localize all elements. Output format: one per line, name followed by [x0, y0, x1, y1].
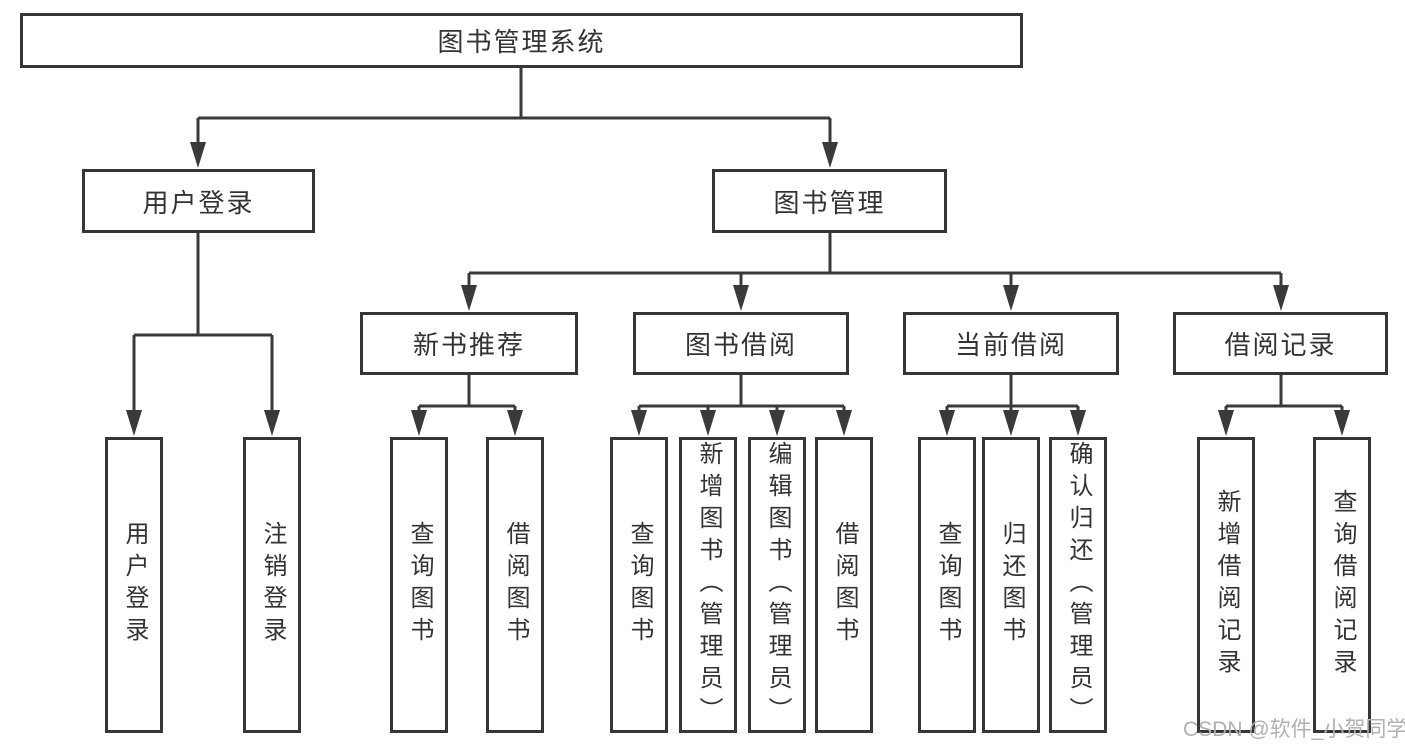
node-leaf-query-borrow-record: 查询借阅记录	[1313, 437, 1371, 733]
node-leaf-borrow-books-label: 借阅图书	[831, 521, 858, 649]
node-leaf-borrow-books-recommend: 借阅图书	[486, 437, 544, 733]
node-root-label: 图书管理系统	[437, 27, 606, 57]
node-leaf-borrow-books: 借阅图书	[815, 437, 873, 733]
node-leaf-return-books: 归还图书	[982, 437, 1040, 733]
node-leaf-return-books-label: 归还图书	[998, 521, 1025, 649]
csdn-watermark: CSDN @软件_小贺同学	[1183, 718, 1405, 741]
node-book-borrow: 图书借阅	[633, 312, 849, 375]
node-user-login: 用户登录	[82, 169, 315, 233]
node-leaf-edit-books-admin-label: 编辑图书（管理员）	[764, 441, 791, 729]
node-leaf-borrow-books-recommend-label: 借阅图书	[502, 521, 529, 649]
node-leaf-add-borrow-record: 新增借阅记录	[1197, 437, 1255, 733]
node-leaf-confirm-return-admin-label: 确认归还（管理员）	[1065, 441, 1092, 729]
node-leaf-add-books-admin: 新增图书（管理员）	[679, 437, 737, 733]
node-leaf-query-books-current: 查询图书	[918, 437, 976, 733]
node-root: 图书管理系统	[20, 13, 1023, 68]
node-leaf-query-borrow-record-label: 查询借阅记录	[1329, 489, 1356, 681]
node-leaf-edit-books-admin: 编辑图书（管理员）	[748, 437, 806, 733]
node-book-management-label: 图书管理	[773, 187, 886, 218]
node-new-book-recommend-label: 新书推荐	[412, 330, 525, 360]
node-borrow-record: 借阅记录	[1173, 312, 1388, 375]
node-leaf-confirm-return-admin: 确认归还（管理员）	[1049, 437, 1107, 733]
node-leaf-add-borrow-record-label: 新增借阅记录	[1213, 489, 1240, 681]
node-current-borrow-label: 当前借阅	[954, 330, 1067, 360]
node-leaf-user-login-label: 用户登录	[121, 521, 148, 649]
node-new-book-recommend: 新书推荐	[360, 312, 578, 375]
node-leaf-add-books-admin-label: 新增图书（管理员）	[695, 441, 722, 729]
node-user-login-label: 用户登录	[142, 187, 255, 218]
node-borrow-record-label: 借阅记录	[1224, 330, 1337, 360]
arrowhead-icons	[126, 142, 1350, 436]
node-leaf-query-books-recommend: 查询图书	[390, 437, 448, 733]
node-leaf-query-books-borrow: 查询图书	[610, 437, 668, 733]
node-leaf-user-login: 用户登录	[105, 437, 163, 733]
node-leaf-logout-label: 注销登录	[259, 521, 286, 649]
node-current-borrow: 当前借阅	[903, 312, 1119, 375]
node-book-borrow-label: 图书借阅	[684, 330, 797, 360]
node-book-management: 图书管理	[712, 169, 947, 233]
node-leaf-query-books-recommend-label: 查询图书	[406, 521, 433, 649]
node-leaf-query-books-borrow-label: 查询图书	[626, 521, 653, 649]
node-leaf-query-books-current-label: 查询图书	[934, 521, 961, 649]
node-leaf-logout: 注销登录	[243, 437, 301, 733]
